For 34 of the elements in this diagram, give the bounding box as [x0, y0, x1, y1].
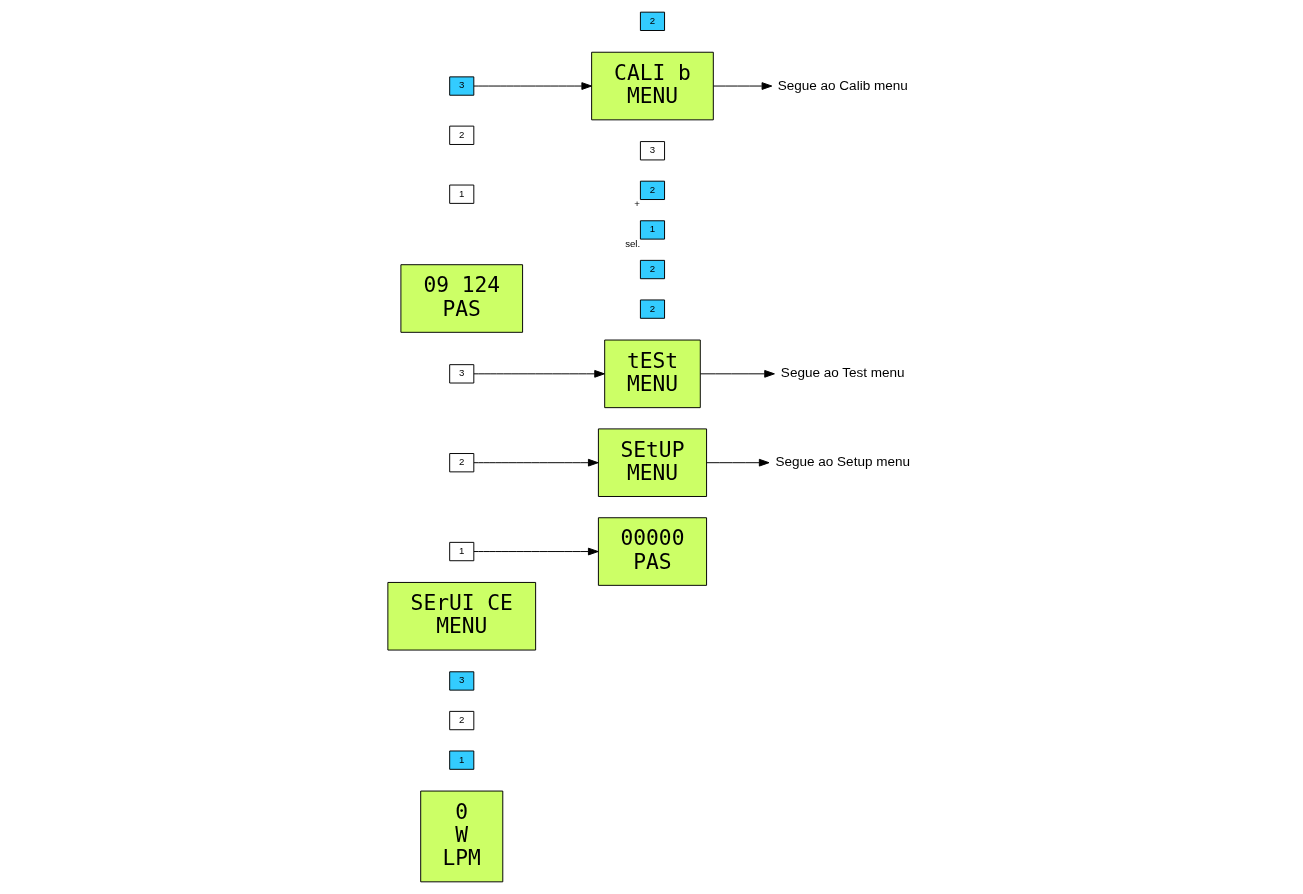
node-text: Segue ao Test menu — [780, 365, 905, 381]
arrow — [699, 369, 775, 378]
node-box: CALI b MENU — [590, 51, 714, 121]
node-box: 1 — [448, 541, 474, 562]
node-box: 3 — [448, 671, 474, 691]
node-box: 2 — [639, 259, 665, 280]
node-text: Segue ao Setup menu — [774, 454, 910, 470]
node-label: sel. — [624, 237, 640, 249]
node-box: 3 — [639, 141, 665, 161]
arrow — [472, 458, 599, 467]
node-box: 2 — [448, 125, 474, 145]
arrow — [705, 458, 769, 467]
node-box: 09 124 PAS — [399, 264, 523, 333]
node-box: 2 — [639, 180, 665, 200]
node-box: SErUI CE MENU — [386, 581, 536, 651]
node-box: 00000 PAS — [597, 517, 707, 586]
node-box: tESt MENU — [603, 339, 701, 409]
node-box: 3 — [448, 364, 474, 384]
node-box: 1 — [448, 184, 474, 204]
node-box: 2 — [639, 11, 665, 31]
node-label: + — [633, 198, 640, 210]
arrow — [472, 82, 592, 90]
arrow — [712, 82, 772, 90]
node-box: 2 — [639, 299, 665, 319]
node-text: Segue ao Calib menu — [777, 77, 908, 93]
arrow — [472, 547, 599, 556]
node-box: 3 — [448, 76, 474, 96]
node-box: 2 — [448, 453, 474, 473]
node-box: 1 — [448, 750, 474, 770]
node-box: 1 — [639, 220, 665, 240]
node-box: 2 — [448, 710, 474, 731]
node-box: 0 W LPM — [419, 790, 503, 883]
arrow — [472, 369, 605, 378]
node-box: SEtUP MENU — [597, 428, 707, 497]
